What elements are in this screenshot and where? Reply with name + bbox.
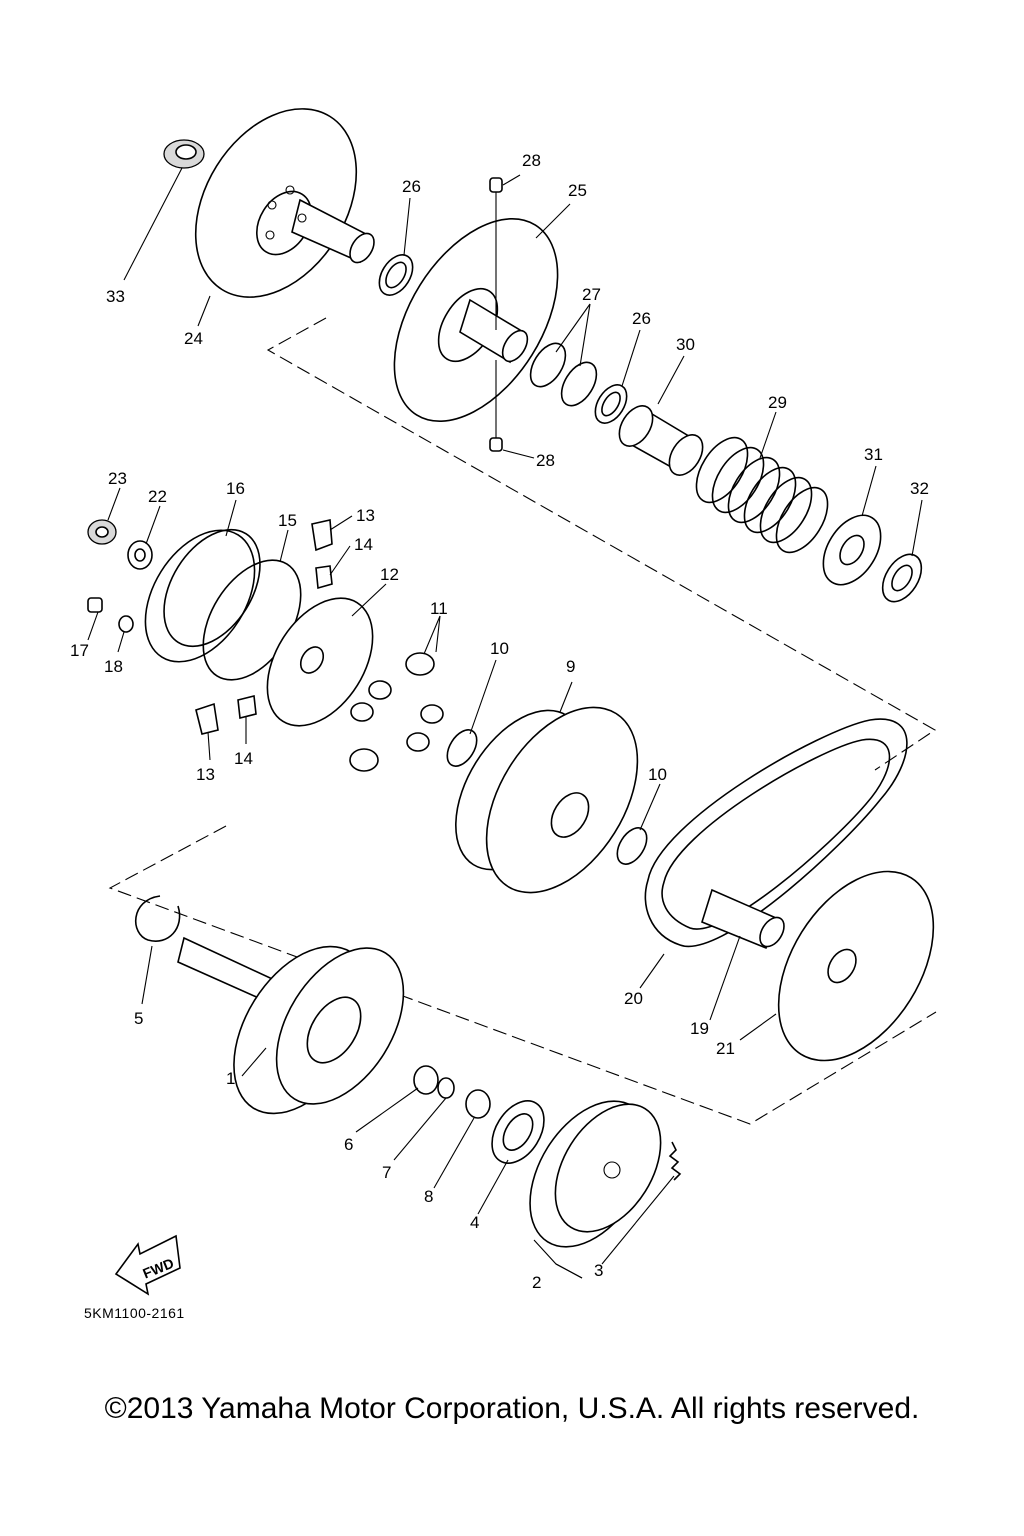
- callout-14-upper: 14: [354, 535, 373, 554]
- part-13-slider-upper: [311, 519, 333, 552]
- part-2-clutch-carrier: [529, 1100, 662, 1248]
- callout-28-lower: 28: [536, 451, 555, 470]
- part-24-fixed-sheave: [194, 108, 375, 298]
- copyright-notice: ©2013 Yamaha Motor Corporation, U.S.A. A…: [104, 1392, 920, 1425]
- part-22-washer: [127, 540, 153, 570]
- part-13-slider-lower: [195, 702, 219, 735]
- callout-12: 12: [380, 565, 399, 584]
- callout-16: 16: [226, 479, 245, 498]
- callout-24: 24: [184, 329, 203, 348]
- callout-31: 31: [864, 445, 883, 464]
- callout-20: 20: [624, 989, 643, 1008]
- part-23-nut-hole: [95, 526, 109, 538]
- part-5-circlip: [135, 895, 181, 942]
- callout-15: 15: [278, 511, 297, 530]
- part-17-screw: [87, 597, 103, 613]
- assembly-boundary-lines: [108, 317, 937, 1125]
- part-18-washer: [118, 615, 134, 633]
- callout-25: 25: [568, 181, 587, 200]
- callout-27: 27: [582, 285, 601, 304]
- part-26-oil-seal-upper: [378, 254, 414, 296]
- part-3-clutch-spring: [668, 1141, 682, 1181]
- part-28-guide-pin-lower: [489, 360, 535, 459]
- part-20-v-belt: [644, 718, 908, 948]
- callout-30: 30: [676, 335, 695, 354]
- part-9-primary-sheave: [455, 706, 639, 894]
- callout-23: 23: [108, 469, 127, 488]
- part-16-cam-cover: [144, 528, 261, 663]
- part-25-sliding-sheave: [393, 217, 559, 423]
- part-31-washer-hole: [839, 534, 865, 566]
- callout-13-upper: 13: [356, 506, 375, 525]
- part-7-circlip: [437, 1077, 455, 1099]
- diagram-reference-code: 5KM1100-2161: [84, 1305, 185, 1321]
- callout-19: 19: [690, 1019, 709, 1038]
- part-10-spacer-upper: [446, 729, 478, 767]
- callout-11: 11: [430, 599, 448, 618]
- callout-17: 17: [70, 641, 89, 660]
- part-19-collar: [701, 888, 785, 950]
- part-22-washer-hole: [134, 548, 146, 562]
- callout-10-lower: 10: [648, 765, 667, 784]
- part-4-one-way-clutch-inner: [502, 1113, 534, 1151]
- callout-6: 6: [344, 1135, 353, 1154]
- callout-5: 5: [134, 1009, 143, 1028]
- part-33-nut: [163, 139, 205, 169]
- part-12-cam: [266, 597, 374, 727]
- part-14-slider-lower: [237, 695, 257, 719]
- callout-29: 29: [768, 393, 787, 412]
- part-10-spacer-lower: [616, 827, 648, 865]
- callout-4: 4: [470, 1213, 479, 1232]
- callout-22: 22: [148, 487, 167, 506]
- part-30-collar: [618, 405, 704, 476]
- callout-13-lower: 13: [196, 765, 215, 784]
- part-32-bearing-inner: [891, 564, 913, 592]
- callout-3: 3: [594, 1261, 603, 1280]
- callout-labels: 1 2 3 4 5 6 7 8 9 10 10 11 12 13 13 14 1…: [70, 151, 929, 1292]
- callout-32: 32: [910, 479, 929, 498]
- callout-26-lower: 26: [632, 309, 651, 328]
- callout-10-upper: 10: [490, 639, 509, 658]
- part-6-bearing: [413, 1065, 439, 1095]
- callout-1: 1: [226, 1069, 235, 1088]
- callout-8: 8: [424, 1187, 433, 1206]
- part-1-clutch-housing: [177, 936, 405, 1115]
- part-21-fan-sheave: [777, 870, 935, 1062]
- part-11-weights: [349, 652, 444, 772]
- callout-9: 9: [566, 657, 575, 676]
- part-27-o-ring-b: [560, 361, 598, 407]
- part-14-slider-upper: [315, 565, 333, 590]
- forward-arrow-icon: FWD: [114, 1234, 181, 1296]
- callout-7: 7: [382, 1163, 391, 1182]
- callout-21: 21: [716, 1039, 735, 1058]
- part-29-compression-spring: [695, 436, 829, 554]
- part-8-nut: [465, 1089, 491, 1119]
- part-31-washer: [822, 514, 882, 586]
- part-26-oil-seal-upper-inner: [385, 261, 407, 289]
- callout-26-upper: 26: [402, 177, 421, 196]
- part-26-oil-seal-lower-inner: [601, 391, 621, 417]
- callout-33: 33: [106, 287, 125, 306]
- part-32-bearing: [881, 553, 923, 603]
- callout-28-upper: 28: [522, 151, 541, 170]
- callout-14-lower: 14: [234, 749, 253, 768]
- callout-18: 18: [104, 657, 123, 676]
- leader-lines: [87, 167, 923, 1279]
- part-28-guide-pin-upper: [489, 174, 521, 330]
- callout-2: 2: [532, 1273, 541, 1292]
